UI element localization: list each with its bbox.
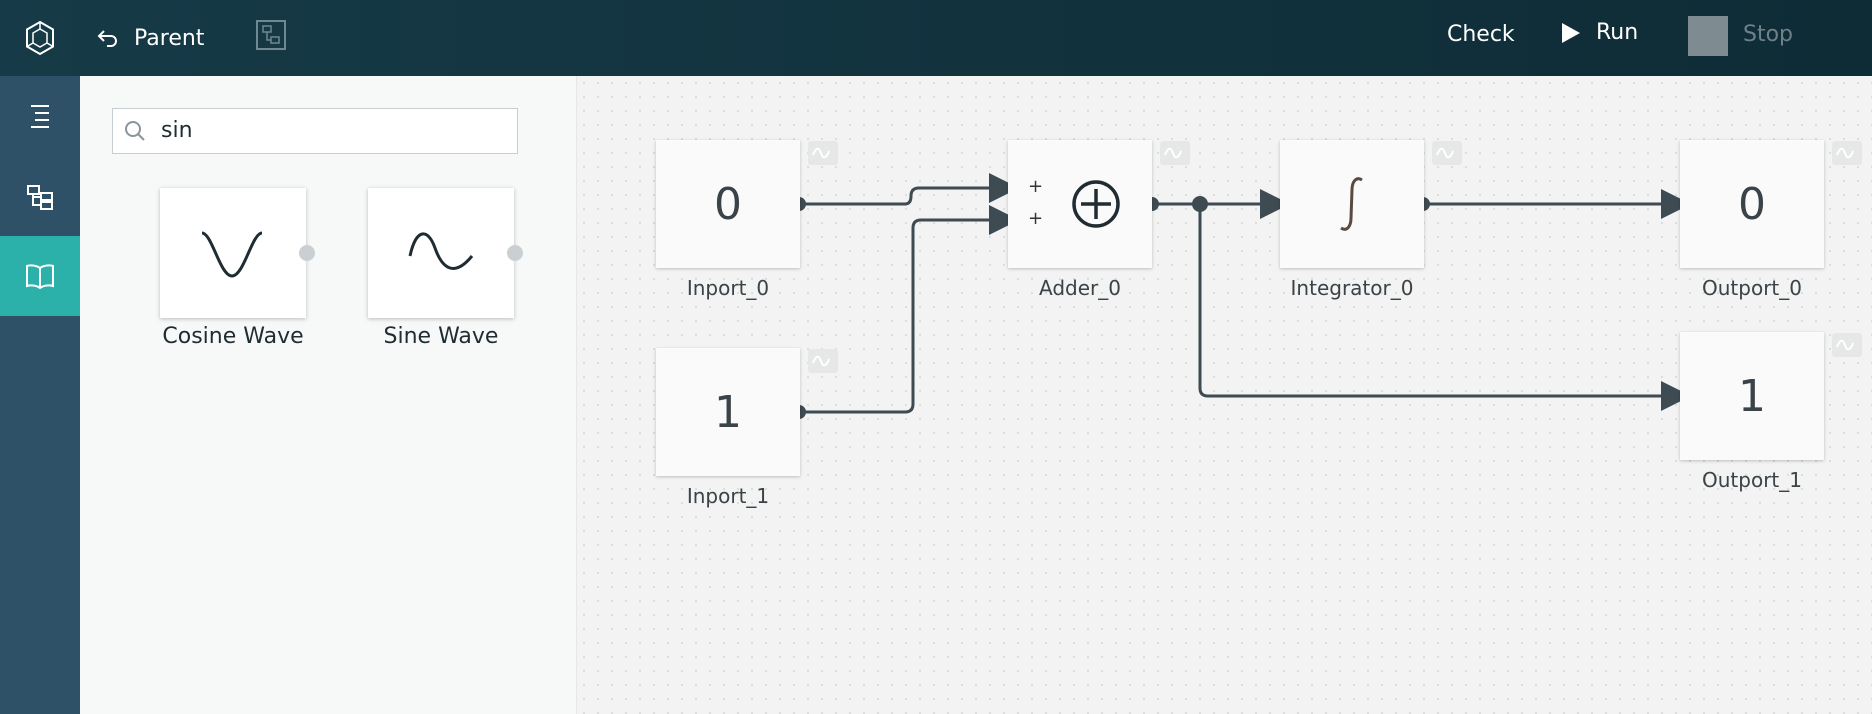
- block-symbol: 1: [1738, 370, 1766, 422]
- library-block-cosine-wave[interactable]: [160, 188, 315, 318]
- block-label: Integrator_0: [1290, 276, 1414, 300]
- scope-icon[interactable]: [808, 349, 838, 373]
- block-symbol: 0: [1738, 178, 1766, 230]
- nav-library[interactable]: [0, 236, 80, 316]
- book-icon: [26, 264, 54, 290]
- stop-button[interactable]: Stop: [1743, 22, 1794, 47]
- block-outport-1[interactable]: 1: [1680, 332, 1824, 460]
- undo-arrow-icon: [97, 30, 117, 47]
- scope-icon[interactable]: [1432, 141, 1462, 165]
- parent-button[interactable]: Parent: [96, 18, 204, 58]
- wires-layer: [792, 173, 1691, 419]
- block-label: Adder_0: [1039, 276, 1121, 300]
- side-nav: [0, 76, 80, 714]
- wire-inport0-adder: [799, 173, 1019, 206]
- output-port[interactable]: [299, 245, 315, 261]
- library-block-sine-wave[interactable]: [368, 188, 523, 318]
- library-block-label: Sine Wave: [383, 324, 499, 349]
- block-integrator-0[interactable]: [1280, 140, 1424, 268]
- scope-icon[interactable]: [808, 141, 838, 165]
- search-value: sin: [161, 118, 193, 143]
- app-logo-icon[interactable]: [20, 18, 60, 58]
- block-label: Outport_1: [1702, 468, 1802, 492]
- hierarchy-icon: [27, 185, 53, 210]
- library-block-label: Cosine Wave: [162, 324, 304, 349]
- integral-icon: [1340, 177, 1363, 231]
- diagram-canvas[interactable]: 0 Inport_0 1 Inport_1 + + Adder_0 Integr…: [577, 76, 1872, 714]
- cosine-wave-icon: [201, 231, 263, 278]
- hierarchy-icon: [262, 25, 280, 44]
- scope-icon[interactable]: [1160, 141, 1190, 165]
- block-inport-1[interactable]: 1: [656, 348, 800, 476]
- search-input[interactable]: sin: [112, 108, 518, 154]
- block-symbol: 1: [714, 386, 742, 438]
- run-button[interactable]: Run: [1560, 20, 1638, 45]
- block-symbol: 0: [714, 178, 742, 230]
- search-icon: [125, 121, 145, 141]
- nav-hierarchy[interactable]: [0, 156, 80, 236]
- block-label: Inport_1: [686, 484, 770, 508]
- output-port[interactable]: [507, 245, 523, 261]
- wire-inport1-adder: [799, 205, 1019, 414]
- block-adder-0[interactable]: + +: [1008, 140, 1152, 268]
- branch-point: [1192, 196, 1208, 212]
- block-inport-0[interactable]: 0: [656, 140, 800, 268]
- parent-label: Parent: [134, 25, 205, 51]
- input-sign: +: [1028, 176, 1044, 197]
- top-bar: Parent Check Run Stop: [0, 0, 1872, 76]
- block-library-panel: sin Cosine Wave Sine Wave: [80, 76, 577, 714]
- menu-icon: [31, 105, 49, 128]
- stop-square-icon[interactable]: [1688, 16, 1728, 56]
- scope-icon[interactable]: [1832, 333, 1862, 357]
- block-outport-0[interactable]: 0: [1680, 140, 1824, 268]
- block-label: Inport_0: [686, 276, 770, 300]
- hierarchy-button[interactable]: [256, 20, 286, 50]
- wire-adder-outport1: [1198, 204, 1691, 411]
- check-button[interactable]: Check: [1447, 22, 1515, 47]
- sine-wave-icon: [408, 232, 474, 270]
- nav-menu[interactable]: [0, 76, 80, 156]
- scope-icon[interactable]: [1832, 141, 1862, 165]
- input-sign: +: [1028, 208, 1044, 229]
- play-icon: [1562, 22, 1580, 43]
- run-label: Run: [1596, 20, 1639, 45]
- block-label: Outport_0: [1702, 276, 1802, 300]
- sum-icon: [1072, 180, 1120, 228]
